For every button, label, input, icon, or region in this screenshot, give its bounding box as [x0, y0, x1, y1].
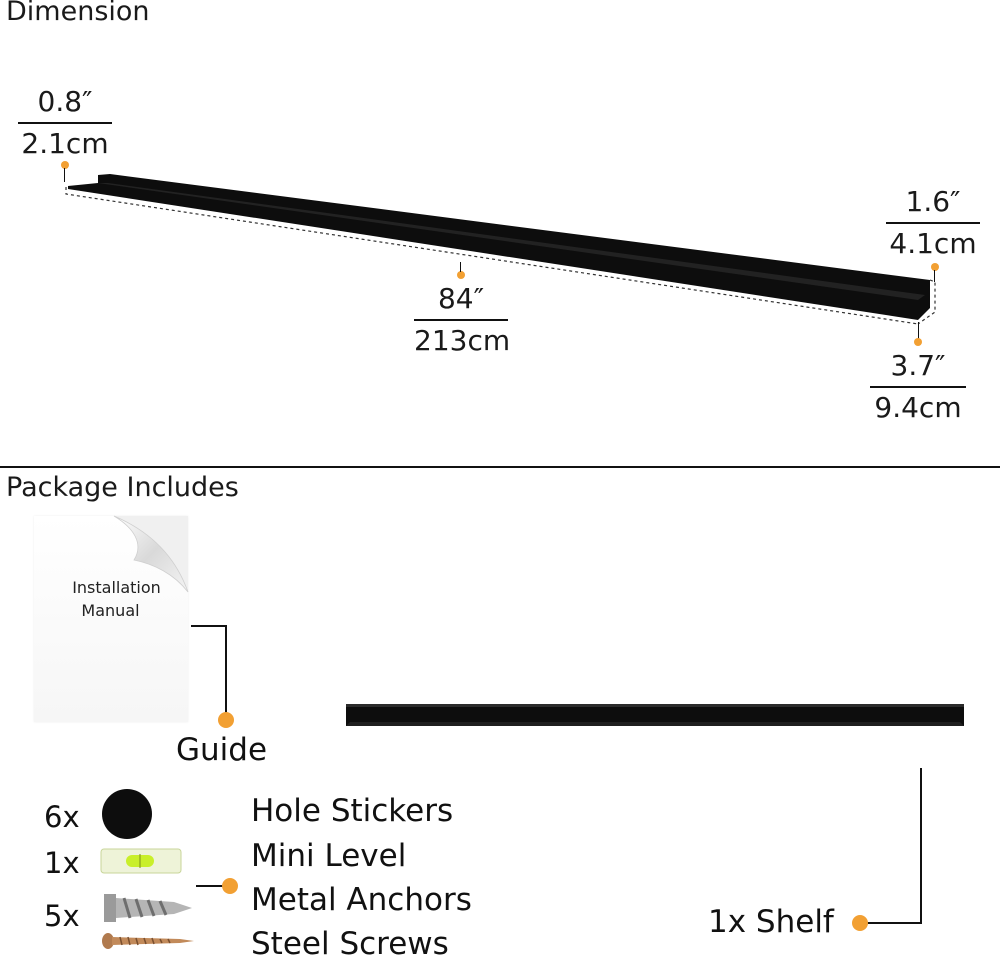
depth-marker-dot	[914, 338, 922, 346]
guide-label: Guide	[176, 732, 268, 768]
shelf-dimension-diagram	[65, 174, 936, 325]
thickness-metric: 2.1cm	[21, 126, 109, 160]
shelf-label: 1x Shelf	[708, 904, 834, 940]
page-curl-icon	[113, 515, 189, 593]
dimension-divider	[414, 319, 508, 321]
shelf-front-image	[346, 704, 964, 726]
screw-icon	[102, 933, 194, 949]
length-leader-line	[460, 262, 461, 272]
depth-leader-line	[918, 322, 919, 340]
depth-imperial: 3.7″	[890, 349, 946, 382]
section-divider	[0, 466, 1000, 468]
height-dimension: 1.6″ 4.1cm	[886, 188, 980, 258]
steel-screws-label: Steel Screws	[251, 926, 449, 962]
shelf-marker-dot	[852, 915, 868, 931]
length-dimension: 84″ 213cm	[414, 282, 511, 357]
mini-level-qty: 1x	[44, 846, 80, 880]
dimension-title: Dimension	[6, 0, 150, 27]
thickness-dimension: 0.8″ 2.1cm	[18, 88, 112, 158]
guide-leader-line	[191, 625, 227, 627]
height-marker-dot	[931, 263, 939, 271]
package-title: Package Includes	[6, 472, 239, 503]
manual-title-line1: Installation	[72, 578, 161, 597]
height-leader-line	[934, 270, 935, 282]
mini-level-label: Mini Level	[251, 838, 407, 874]
height-metric: 4.1cm	[889, 226, 977, 260]
guide-marker-dot	[218, 712, 234, 728]
hole-sticker-icon	[102, 789, 152, 839]
thickness-leader-line	[64, 168, 65, 182]
metal-anchor-icon	[104, 894, 192, 922]
manual-title-line2: Manual	[81, 601, 140, 620]
depth-dimension: 3.7″ 9.4cm	[870, 352, 966, 422]
thickness-imperial: 0.8″	[37, 85, 93, 118]
hole-stickers-qty: 6x	[44, 800, 80, 834]
length-marker-dot	[457, 271, 465, 279]
height-imperial: 1.6″	[905, 185, 961, 218]
dimension-divider	[870, 386, 966, 388]
shelf-leader-line	[920, 768, 922, 924]
installation-manual-image: Installation Manual	[34, 515, 189, 722]
dimension-divider	[18, 122, 112, 124]
bubble-level-icon	[100, 848, 182, 874]
shelf-leader-line	[862, 922, 922, 924]
thickness-marker-dot	[61, 161, 69, 169]
metal-anchors-qty: 5x	[44, 899, 80, 933]
hardware-marker-dot	[222, 878, 238, 894]
guide-leader-line	[225, 625, 227, 717]
dimension-divider	[886, 222, 980, 224]
length-metric: 213cm	[414, 323, 511, 357]
metal-anchors-label: Metal Anchors	[251, 882, 472, 918]
length-imperial: 84″	[437, 282, 485, 315]
depth-metric: 9.4cm	[874, 390, 962, 424]
hole-stickers-label: Hole Stickers	[251, 793, 454, 829]
hardware-leader-line	[196, 885, 226, 887]
